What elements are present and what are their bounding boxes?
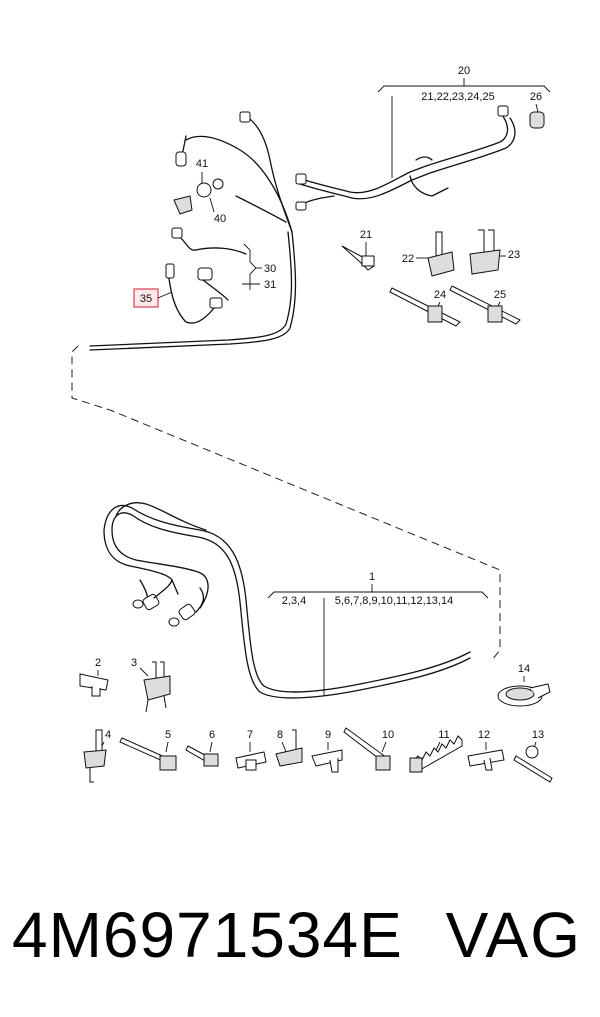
part-number: 4M6971534E: [12, 899, 403, 971]
label-5-14: 5,6,7,8,9,10,11,12,13,14: [335, 595, 453, 607]
label-9: 9: [325, 729, 331, 741]
label-31: 31: [264, 279, 276, 291]
label-14: 14: [518, 663, 530, 675]
group-20-callout: 20 21,22,23,24,25 26: [377, 65, 551, 178]
label-2: 2: [95, 657, 101, 669]
label-2-4: 2,3,4: [282, 595, 306, 607]
harness-1: [103, 502, 471, 699]
callout-30-31: 30 31: [242, 243, 276, 291]
label-12: 12: [478, 729, 490, 741]
group-1-callout: 1 2,3,4 5,6,7,8,9,10,11,12,13,14: [267, 571, 489, 696]
footer: 4M6971534E VAG: [0, 885, 600, 995]
label-13: 13: [532, 729, 544, 741]
label-41: 41: [196, 158, 208, 170]
harness-20: [295, 105, 516, 211]
label-6: 6: [209, 729, 215, 741]
connection-dashes: [71, 345, 501, 661]
parts-40-41: 41 40: [173, 158, 226, 225]
label-21-25: 21,22,23,24,25: [421, 91, 494, 103]
label-40: 40: [214, 213, 226, 225]
label-21: 21: [360, 229, 372, 241]
parts-2-3-14: 2 3 14: [79, 657, 551, 713]
label-30: 30: [264, 263, 276, 275]
label-22: 22: [402, 253, 414, 265]
parts-diagram: 20 21,22,23,24,25 26: [71, 65, 553, 783]
label-35: 35: [140, 293, 152, 305]
label-24: 24: [434, 289, 446, 301]
label-25: 25: [494, 289, 506, 301]
label-10: 10: [382, 729, 394, 741]
label-3: 3: [131, 657, 137, 669]
label-26: 26: [530, 91, 542, 103]
harness-upper-left: [89, 111, 297, 351]
part-26-cap: [529, 111, 545, 129]
parts-21-25: 21 22 23 24 25: [341, 229, 521, 327]
label-20: 20: [458, 65, 470, 77]
label-11: 11: [438, 729, 449, 741]
label-8: 8: [277, 729, 283, 741]
label-7: 7: [247, 729, 253, 741]
label-1: 1: [369, 571, 375, 583]
brand-label: VAG: [445, 899, 582, 971]
label-23: 23: [508, 249, 520, 261]
callout-35-highlight[interactable]: 35: [133, 288, 173, 308]
label-5: 5: [165, 729, 171, 741]
parts-row-4-13: 4 5 6 7 8 9 10 11 12: [83, 727, 553, 783]
label-4: 4: [105, 729, 111, 741]
